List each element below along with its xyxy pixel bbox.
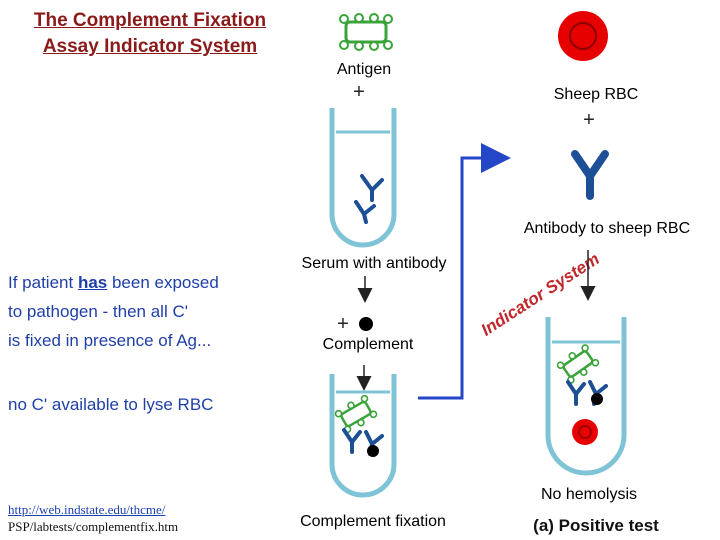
lyse-explanation: no C' available to lyse RBC xyxy=(8,395,214,414)
title-line-2: Assay Indicator System xyxy=(42,36,258,57)
antigen-label: Antigen xyxy=(337,61,391,78)
sheep-rbc-icon xyxy=(558,11,608,61)
plus-sign-2: + xyxy=(337,313,349,335)
patient-text-pre: If patient xyxy=(8,273,78,292)
positive-test-label: (a) Positive test xyxy=(533,516,659,535)
complement-label: Complement xyxy=(323,336,414,353)
no-hemolysis-label: No hemolysis xyxy=(541,486,637,503)
result-antigen-icon xyxy=(556,344,600,384)
antigen-icon xyxy=(339,13,393,51)
slide-title: The Complement Fixation Assay Indicator … xyxy=(0,8,300,60)
indicator-system-label: Indicator System xyxy=(478,249,603,340)
patient-text-line-3: is fixed in presence of Ag... xyxy=(8,331,212,350)
serum-label: Serum with antibody xyxy=(302,255,447,272)
patient-explanation: If patient has been exposed to pathogen … xyxy=(8,268,219,355)
sheep-rbc-label: Sheep RBC xyxy=(554,86,639,103)
fixation-tube-icon xyxy=(329,374,397,498)
plus-sign-1: + xyxy=(353,81,365,103)
title-line-1: The Complement Fixation xyxy=(33,10,267,31)
patient-text-line-2: to pathogen - then all C' xyxy=(8,302,188,321)
plus-sign-3: + xyxy=(583,109,595,131)
indicator-arrow xyxy=(418,143,511,400)
patient-text-post: been exposed xyxy=(107,273,219,292)
result-tube-icon xyxy=(545,317,627,476)
complement-fixation-label: Complement fixation xyxy=(300,513,446,530)
patient-text-has: has xyxy=(77,273,108,292)
antibody-sheep-label: Antibody to sheep RBC xyxy=(524,220,690,237)
serum-tube-icon xyxy=(329,108,397,248)
source-link-line-2: PSP/labtests/complementfix.htm xyxy=(8,519,179,534)
fixed-complement-icon xyxy=(367,445,379,457)
antibody-icon xyxy=(354,174,384,224)
sheep-antibody-icon xyxy=(571,150,609,200)
complement-icon xyxy=(359,317,373,331)
result-complement-icon xyxy=(591,393,603,405)
source-link-line-1[interactable]: http://web.indstate.edu/thcme/ xyxy=(8,502,166,517)
intact-rbc-icon xyxy=(572,419,598,445)
fixed-antigen-icon xyxy=(334,394,378,434)
